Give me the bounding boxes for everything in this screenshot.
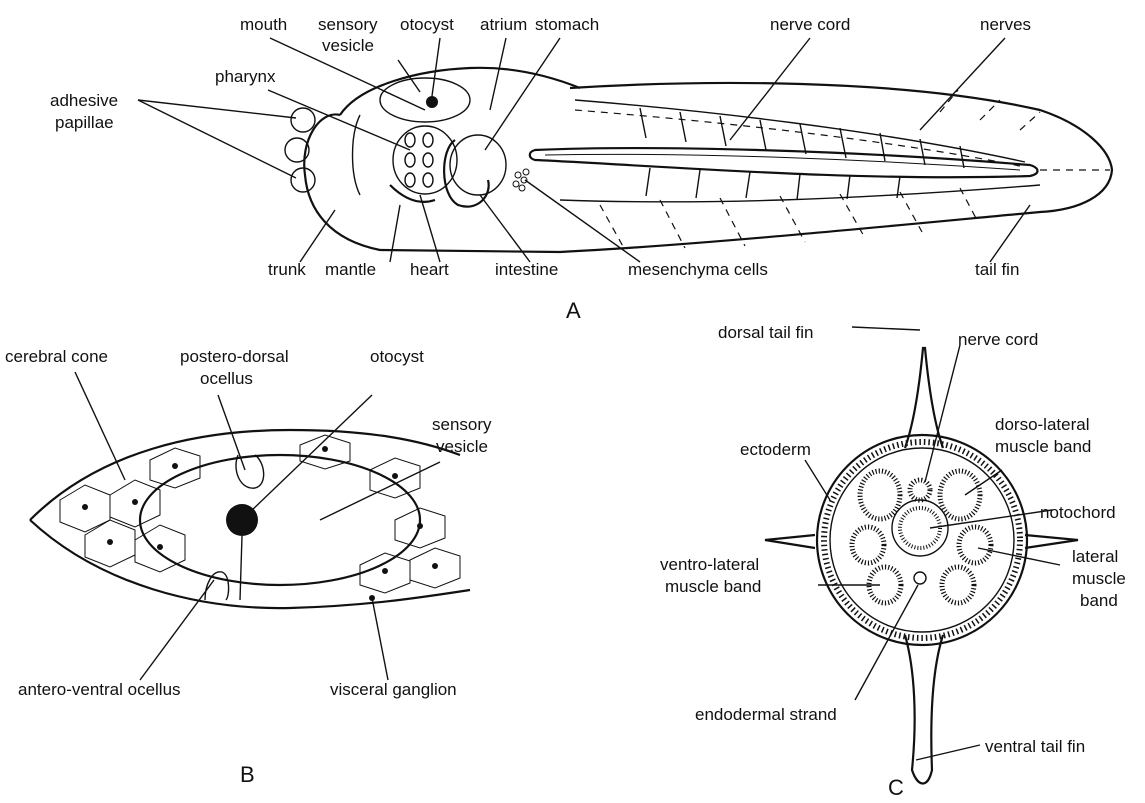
gill-slits — [405, 133, 433, 187]
tail-nerves — [640, 108, 964, 200]
label-otocyst-b: otocyst — [370, 347, 424, 366]
endodermal-strand-shape — [914, 572, 926, 584]
tail-fin-outline — [560, 83, 1112, 252]
label-adhesive-papillae-line1: adhesive — [50, 91, 118, 110]
label-notochord: notochord — [1040, 503, 1116, 522]
label-nerve-cord-c: nerve cord — [958, 330, 1038, 349]
label-otocyst-a: otocyst — [400, 15, 454, 34]
otocyst-stalk — [240, 536, 242, 600]
label-trunk: trunk — [268, 260, 306, 279]
label-sensory-vesicle-line1: sensory — [318, 15, 378, 34]
panel-letter-b: B — [240, 762, 255, 787]
label-atrium: atrium — [480, 15, 527, 34]
label-lateral-muscle-band-line3: band — [1080, 591, 1118, 610]
label-dorso-lateral-muscle-band-line1: dorso-lateral — [995, 415, 1090, 434]
label-mouth: mouth — [240, 15, 287, 34]
left-spike — [765, 535, 815, 548]
tail-inner-outline — [560, 185, 1040, 202]
label-ventro-lateral-muscle-band-line1: ventro-lateral — [660, 555, 759, 574]
label-lateral-muscle-band-line2: muscle — [1072, 569, 1126, 588]
fin-rays — [600, 90, 1110, 250]
panel-a-drawing — [285, 68, 1112, 252]
body-dorsal-outline — [340, 68, 580, 115]
label-endodermal-strand: endodermal strand — [695, 705, 837, 724]
label-nerves: nerves — [980, 15, 1031, 34]
label-heart: heart — [410, 260, 449, 279]
label-nerve-cord-a: nerve cord — [770, 15, 850, 34]
label-mesenchyma-cells: mesenchyma cells — [628, 260, 768, 279]
label-postero-dorsal-ocellus-line2: ocellus — [200, 369, 253, 388]
label-dorso-lateral-muscle-band-line2: muscle band — [995, 437, 1091, 456]
label-lateral-muscle-band-line1: lateral — [1072, 547, 1118, 566]
label-stomach: stomach — [535, 15, 599, 34]
label-ventral-tail-fin: ventral tail fin — [985, 737, 1085, 756]
otocyst-dot — [426, 96, 438, 108]
label-ectoderm: ectoderm — [740, 440, 811, 459]
label-visceral-ganglion: visceral ganglion — [330, 680, 457, 699]
notochord-inner — [545, 154, 1020, 170]
label-intestine: intestine — [495, 260, 558, 279]
vesicle-cavity — [140, 455, 420, 585]
panel-a-labels: mouth sensory vesicle otocyst atrium sto… — [50, 15, 1031, 323]
panel-b-leader-lines — [75, 372, 440, 680]
adhesive-papillae-shapes — [285, 108, 315, 192]
label-antero-ventral-ocellus: antero-ventral ocellus — [18, 680, 181, 699]
stomach-shape — [450, 135, 506, 195]
panel-c-labels: dorsal tail fin nerve cord dorso-lateral… — [660, 323, 1126, 800]
sensory-vesicle-shape — [380, 78, 470, 122]
panel-b-labels: cerebral cone postero-dorsal ocellus oto… — [5, 347, 492, 787]
cell-pattern — [60, 435, 460, 593]
label-sensory-vesicle-b-line2: vesicle — [436, 437, 488, 456]
label-adhesive-papillae-line2: papillae — [55, 113, 114, 132]
ectoderm-ring-inner — [830, 448, 1014, 632]
ventral-fin-shape — [905, 635, 943, 784]
label-tail-fin: tail fin — [975, 260, 1019, 279]
label-sensory-vesicle-line2: vesicle — [322, 36, 374, 55]
pharynx-shape — [393, 126, 457, 194]
postero-dorsal-ocellus-shape — [236, 455, 264, 488]
panel-letter-a: A — [566, 298, 581, 323]
label-postero-dorsal-ocellus-line1: postero-dorsal — [180, 347, 289, 366]
right-spike — [1025, 535, 1078, 548]
label-dorsal-tail-fin: dorsal tail fin — [718, 323, 813, 342]
cell-nuclei — [82, 446, 438, 601]
label-mantle: mantle — [325, 260, 376, 279]
label-pharynx: pharynx — [215, 67, 276, 86]
label-ventro-lateral-muscle-band-line2: muscle band — [665, 577, 761, 596]
label-cerebral-cone: cerebral cone — [5, 347, 108, 366]
panel-b-drawing — [30, 430, 470, 608]
label-sensory-vesicle-b-line1: sensory — [432, 415, 492, 434]
mesenchyma-cell-cluster — [513, 169, 529, 191]
ectoderm-ring-outer — [817, 435, 1027, 645]
nerve-cord-c — [910, 480, 930, 500]
nerve-cord-line — [575, 100, 1025, 162]
panel-letter-c: C — [888, 775, 904, 800]
